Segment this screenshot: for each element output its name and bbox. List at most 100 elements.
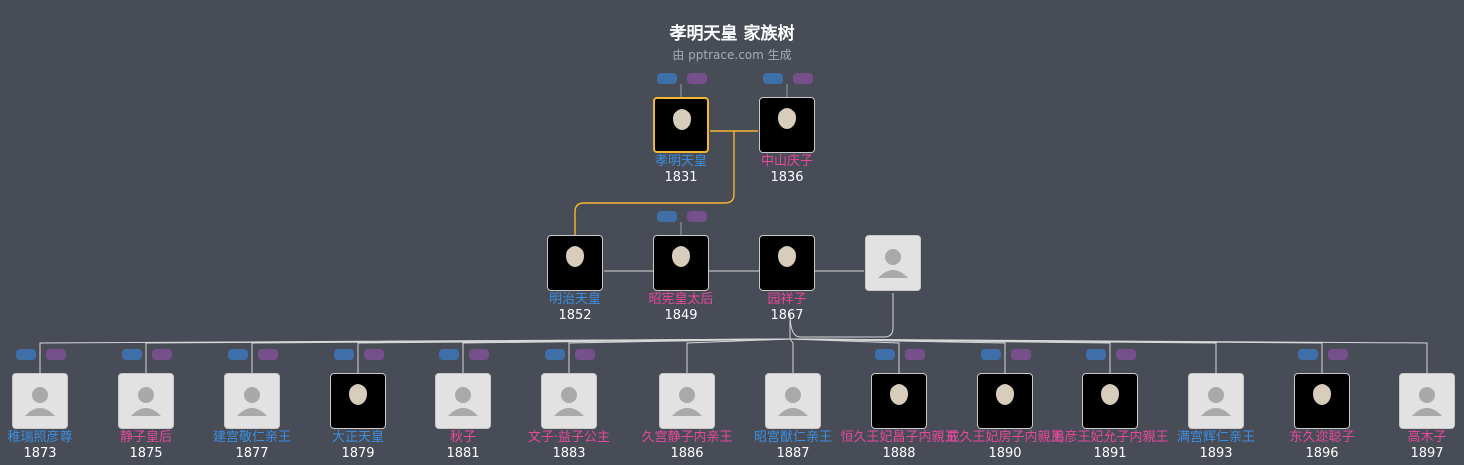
expand-siblings-button[interactable]: [152, 349, 172, 360]
expand-parents-button[interactable]: [657, 211, 677, 222]
avatar-placeholder-icon[interactable]: [435, 373, 491, 429]
expand-siblings-button[interactable]: [905, 349, 925, 360]
expand-parents-button[interactable]: [981, 349, 1001, 360]
expand-parents-button[interactable]: [1298, 349, 1318, 360]
avatar-placeholder-icon[interactable]: [224, 373, 280, 429]
expand-parents-button[interactable]: [657, 73, 677, 84]
birth-year: 1877: [235, 446, 269, 461]
expand-parents-button[interactable]: [439, 349, 459, 360]
expand-siblings-button[interactable]: [469, 349, 489, 360]
person-name[interactable]: 大正天皇: [331, 430, 384, 445]
person-name[interactable]: 满宫辉仁亲王: [1176, 430, 1255, 445]
expand-siblings-button[interactable]: [687, 73, 707, 84]
expand-parents-button[interactable]: [545, 349, 565, 360]
person-name[interactable]: 昭宫猷仁亲王: [753, 430, 832, 445]
birth-year: 1890: [988, 446, 1022, 461]
birth-year: 1873: [23, 446, 57, 461]
expand-parents-button[interactable]: [16, 349, 36, 360]
child-link: [789, 338, 794, 373]
avatar-placeholder-icon[interactable]: [765, 373, 821, 429]
person-name[interactable]: 中山庆子: [760, 154, 813, 169]
birth-year: 1879: [341, 446, 375, 461]
avatar-placeholder-icon[interactable]: [659, 373, 715, 429]
portrait-photo[interactable]: [871, 373, 927, 429]
person-name[interactable]: 明治天皇: [548, 292, 601, 307]
person-name[interactable]: 昭宪皇太后: [648, 292, 714, 307]
expand-siblings-button[interactable]: [687, 211, 707, 222]
portrait-photo[interactable]: [759, 97, 815, 153]
portrait-photo[interactable]: [1082, 373, 1138, 429]
person-name[interactable]: 久宫静子内亲王: [641, 430, 733, 445]
expand-siblings-button[interactable]: [1328, 349, 1348, 360]
person-name[interactable]: 孝明天皇: [654, 154, 707, 169]
expand-siblings-button[interactable]: [1011, 349, 1031, 360]
expand-parents-button[interactable]: [122, 349, 142, 360]
person-name[interactable]: 稚瑞照彦尊: [7, 430, 73, 445]
expand-parents-button[interactable]: [763, 73, 783, 84]
portrait-photo[interactable]: [977, 373, 1033, 429]
person-node[interactable]: [833, 235, 953, 292]
expand-siblings-button[interactable]: [46, 349, 66, 360]
birth-year: 1852: [558, 308, 592, 323]
avatar-placeholder-icon[interactable]: [1399, 373, 1455, 429]
portrait-photo[interactable]: [759, 235, 815, 291]
child-link: [357, 338, 791, 373]
expand-siblings-button[interactable]: [364, 349, 384, 360]
portrait-photo[interactable]: [653, 97, 709, 153]
person-name[interactable]: 园祥子: [767, 292, 807, 307]
expand-parents-button[interactable]: [334, 349, 354, 360]
person-name[interactable]: 秋子: [449, 430, 476, 445]
avatar-placeholder-icon[interactable]: [118, 373, 174, 429]
avatar-placeholder-icon[interactable]: [541, 373, 597, 429]
portrait-photo[interactable]: [653, 235, 709, 291]
person-name[interactable]: 鳩彦王妃允子内親王: [1051, 430, 1169, 445]
child-link: [789, 338, 1428, 373]
page-title: 孝明天皇 家族树: [669, 24, 795, 44]
portrait-photo[interactable]: [1294, 373, 1350, 429]
expand-siblings-button[interactable]: [575, 349, 595, 360]
birth-year: 1891: [1093, 446, 1127, 461]
person-name[interactable]: 建宫敬仁亲王: [212, 430, 291, 445]
person-name[interactable]: 恒久王妃昌子内親王: [840, 430, 958, 445]
person-name[interactable]: 文子·益子公主: [527, 430, 611, 445]
expand-parents-button[interactable]: [228, 349, 248, 360]
expand-parents-button[interactable]: [1086, 349, 1106, 360]
expand-siblings-button[interactable]: [1116, 349, 1136, 360]
person-name[interactable]: 成久王妃房子内親王: [946, 430, 1064, 445]
avatar-placeholder-icon[interactable]: [1188, 373, 1244, 429]
expand-parents-button[interactable]: [875, 349, 895, 360]
avatar-placeholder-icon[interactable]: [865, 235, 921, 291]
person-name[interactable]: 高木子: [1407, 430, 1447, 445]
birth-year: 1836: [770, 170, 804, 185]
expand-siblings-button[interactable]: [258, 349, 278, 360]
expand-siblings-button[interactable]: [793, 73, 813, 84]
child-link: [789, 338, 1323, 373]
portrait-photo[interactable]: [547, 235, 603, 291]
birth-year: 1886: [670, 446, 704, 461]
avatar-placeholder-icon[interactable]: [12, 373, 68, 429]
person-name[interactable]: 东久迩聪子: [1289, 430, 1355, 445]
portrait-photo[interactable]: [330, 373, 386, 429]
birth-year: 1883: [552, 446, 586, 461]
person-name[interactable]: 静子皇后: [119, 430, 172, 445]
